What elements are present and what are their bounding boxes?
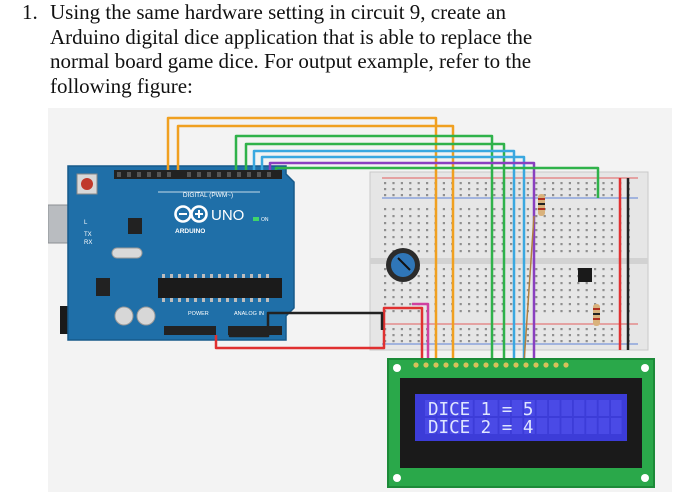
wire-green-3 (274, 166, 600, 198)
wire-orange-2 (176, 124, 455, 363)
atmega-chip (158, 278, 282, 298)
wire-blue-2 (260, 155, 526, 363)
analog-header (228, 326, 282, 335)
wire-orange-1 (166, 116, 438, 363)
lcd-character-cells (425, 400, 622, 434)
power-header (164, 326, 216, 335)
arduino-brand: ARDUINO (175, 228, 205, 235)
breadboard-holes (384, 182, 630, 343)
potentiometer (386, 248, 420, 282)
on-label: ON (261, 217, 269, 223)
resistor-1 (538, 194, 545, 216)
capacitor-2 (136, 306, 156, 326)
usb-chip (128, 218, 142, 234)
wire-blue-1 (252, 149, 516, 363)
power-label: POWER (188, 311, 209, 317)
lcd-pins (413, 362, 569, 368)
crystal (111, 247, 143, 259)
digital-label: DIGITAL (PWM~) (183, 192, 233, 199)
l-label: L (84, 220, 88, 226)
reset-button-cap (81, 178, 93, 190)
rx-label: RX (84, 240, 92, 246)
arduino-board: DIGITAL (PWM~) L TX RX UNO ARDUINO ON (48, 165, 295, 341)
arduino-logo (174, 205, 208, 223)
wire-magenta (412, 302, 430, 363)
wire-green-2 (244, 142, 506, 363)
wire-resistor-lead (523, 215, 535, 364)
usb-port (48, 204, 71, 244)
wires (166, 116, 630, 364)
lcd-line-2: DICE 2 = 4 (428, 418, 533, 438)
capacitor-1 (114, 306, 134, 326)
tx-label: TX (84, 232, 92, 238)
uno-label: UNO (211, 207, 244, 224)
resistor-2 (593, 304, 600, 326)
lcd-module: DICE 1 = 5 DICE 2 = 4 (387, 358, 655, 488)
question-text: Using the same hardware setting in circu… (50, 0, 533, 98)
wire-purple (268, 161, 536, 363)
question-number: 1. (22, 0, 38, 24)
lcd-line-1: DICE 1 = 5 (428, 400, 533, 420)
wire-green-1 (234, 134, 494, 363)
analog-label: ANALOG IN (234, 311, 264, 317)
wire-black (228, 311, 384, 338)
circuit-figure: DIGITAL (PWM~) L TX RX UNO ARDUINO ON (48, 108, 672, 492)
regulator (96, 278, 110, 296)
wire-red (214, 306, 424, 363)
push-button (578, 268, 592, 282)
